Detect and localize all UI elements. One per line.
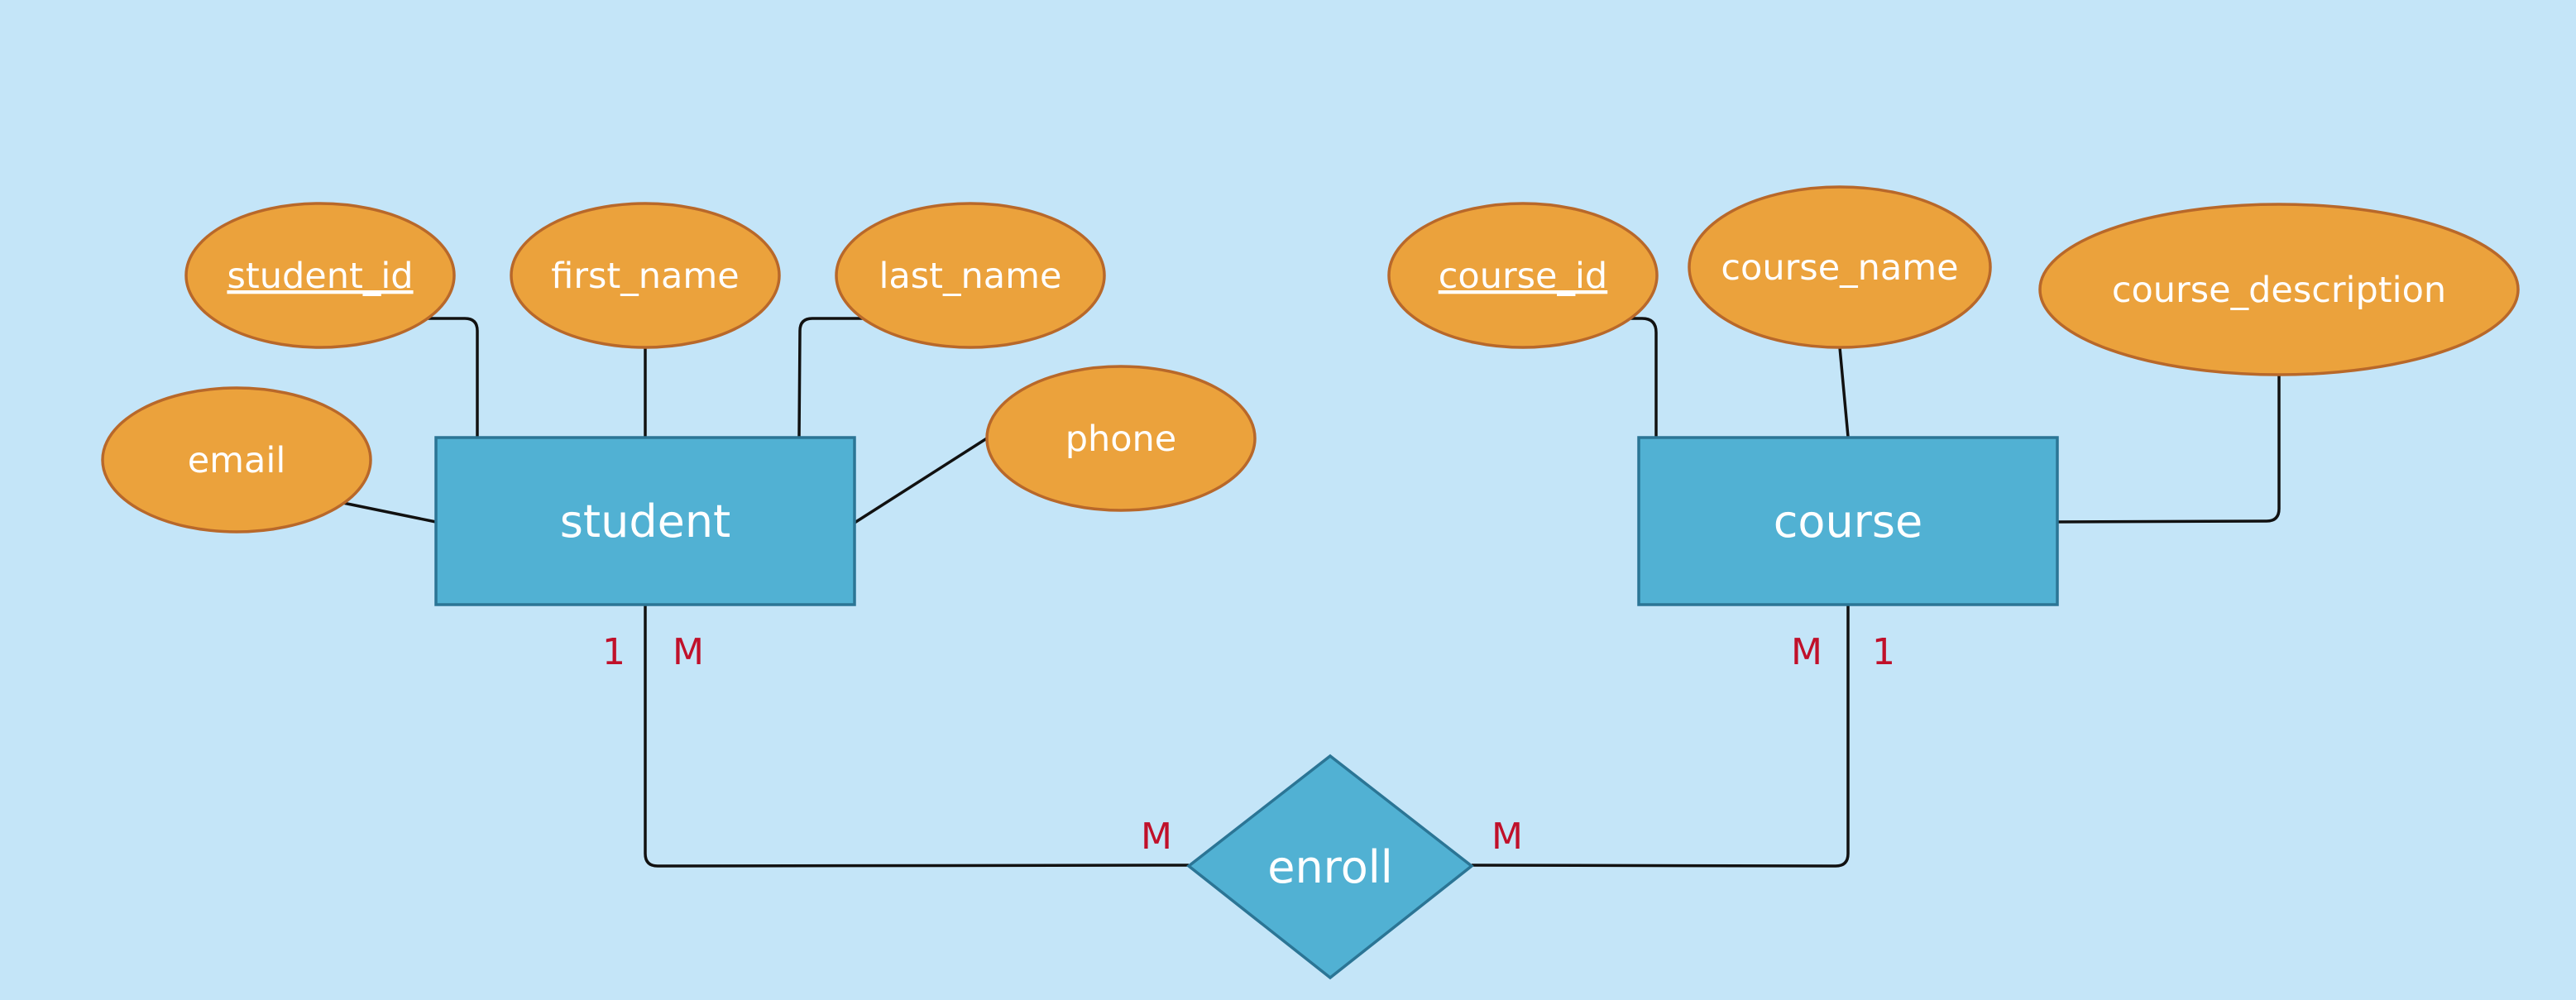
relationship-diamond: [1186, 754, 1474, 980]
entity-student: student: [434, 436, 856, 606]
attribute-course-name: course_name: [1688, 185, 1992, 349]
cardinality-enroll-left: M: [1141, 816, 1172, 858]
attribute-phone: phone: [985, 365, 1257, 512]
connector-phone: [854, 435, 990, 524]
entity-box: [1637, 436, 2059, 606]
attribute-ellipse: [1387, 202, 1659, 349]
attribute-label: course_description: [2112, 270, 2446, 311]
relationship-enroll: enroll: [1186, 754, 1474, 980]
attribute-label: last_name: [879, 256, 1061, 297]
attribute-label: student_id: [227, 256, 413, 297]
attribute-label: phone: [1065, 419, 1177, 460]
cardinality-course-many: M: [1791, 631, 1822, 673]
connector-course-name: [1838, 347, 1850, 438]
cardinality-course-one: 1: [1872, 631, 1895, 673]
attribute-last-name: last_name: [835, 202, 1106, 349]
entity-label: course: [1774, 495, 1923, 548]
attribute-ellipse: [184, 202, 456, 349]
attribute-label: course_id: [1439, 256, 1607, 297]
attribute-ellipse: [985, 365, 1257, 512]
attribute-ellipse: [101, 386, 372, 533]
connectors: [338, 317, 2281, 868]
connector-student-id: [419, 317, 479, 437]
attribute-label: first_name: [551, 256, 739, 297]
attribute-student-id: student_id: [184, 202, 456, 349]
entity-box: [434, 436, 856, 606]
entity-course: course: [1637, 436, 2059, 606]
relationship-label: enroll: [1267, 841, 1393, 893]
connector-course-id: [1628, 317, 1658, 437]
attribute-label: email: [188, 440, 286, 481]
attribute-first-name: first_name: [510, 202, 781, 349]
attribute-course-id: course_id: [1387, 202, 1659, 349]
attribute-ellipse: [835, 202, 1106, 349]
connector-email: [338, 500, 437, 524]
attribute-label: course_name: [1721, 247, 1958, 289]
connector-course-enroll: [1471, 605, 1850, 868]
cardinality-student-one: 1: [602, 631, 625, 673]
attribute-course-description: course_description: [2038, 203, 2520, 376]
attribute-ellipse: [2038, 203, 2520, 376]
connector-course-description: [2056, 375, 2281, 524]
cardinality-labels: 1 M M 1 M M: [602, 631, 1895, 858]
connector-last-name: [797, 317, 867, 438]
cardinality-student-many: M: [673, 631, 704, 673]
attribute-email: email: [101, 386, 372, 533]
entity-label: student: [560, 495, 730, 548]
cardinality-enroll-right: M: [1491, 816, 1523, 858]
attribute-ellipse: [510, 202, 781, 349]
connector-student-enroll: [644, 605, 1190, 868]
attribute-ellipse: [1688, 185, 1992, 349]
